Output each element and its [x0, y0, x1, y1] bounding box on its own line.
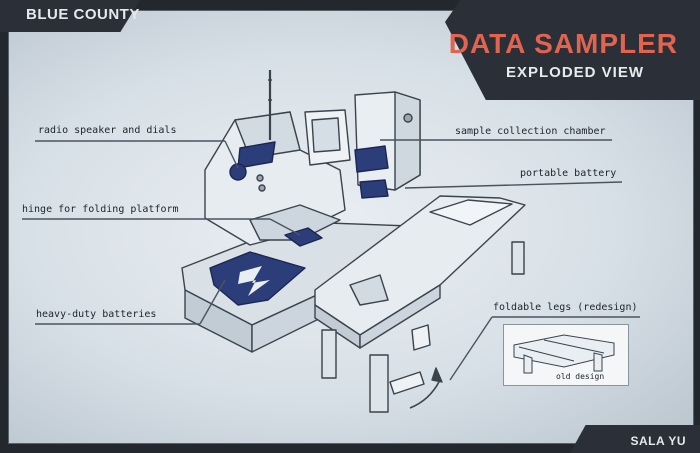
old-design-sketch [513, 334, 615, 374]
callout-legs: foldable legs (redesign) [493, 302, 638, 313]
callout-batteries: heavy-duty batteries [36, 309, 157, 320]
title-plate [445, 0, 700, 100]
old-design-inset: old design [503, 324, 629, 386]
author-tab [570, 425, 700, 453]
page-title: DATA SAMPLER [448, 28, 678, 59]
callout-battery: portable battery [520, 168, 617, 179]
county-label: BLUE COUNTY [26, 6, 140, 23]
callout-chamber: sample collection chamber [455, 126, 606, 137]
callout-radio: radio speaker and dials [38, 125, 177, 136]
old-design-caption: old design [556, 372, 605, 381]
county-tab [0, 0, 140, 32]
page-subtitle: EXPLODED VIEW [505, 64, 644, 81]
author-label: SALA YU [630, 434, 686, 448]
callout-hinge: hinge for folding platform [22, 204, 179, 215]
